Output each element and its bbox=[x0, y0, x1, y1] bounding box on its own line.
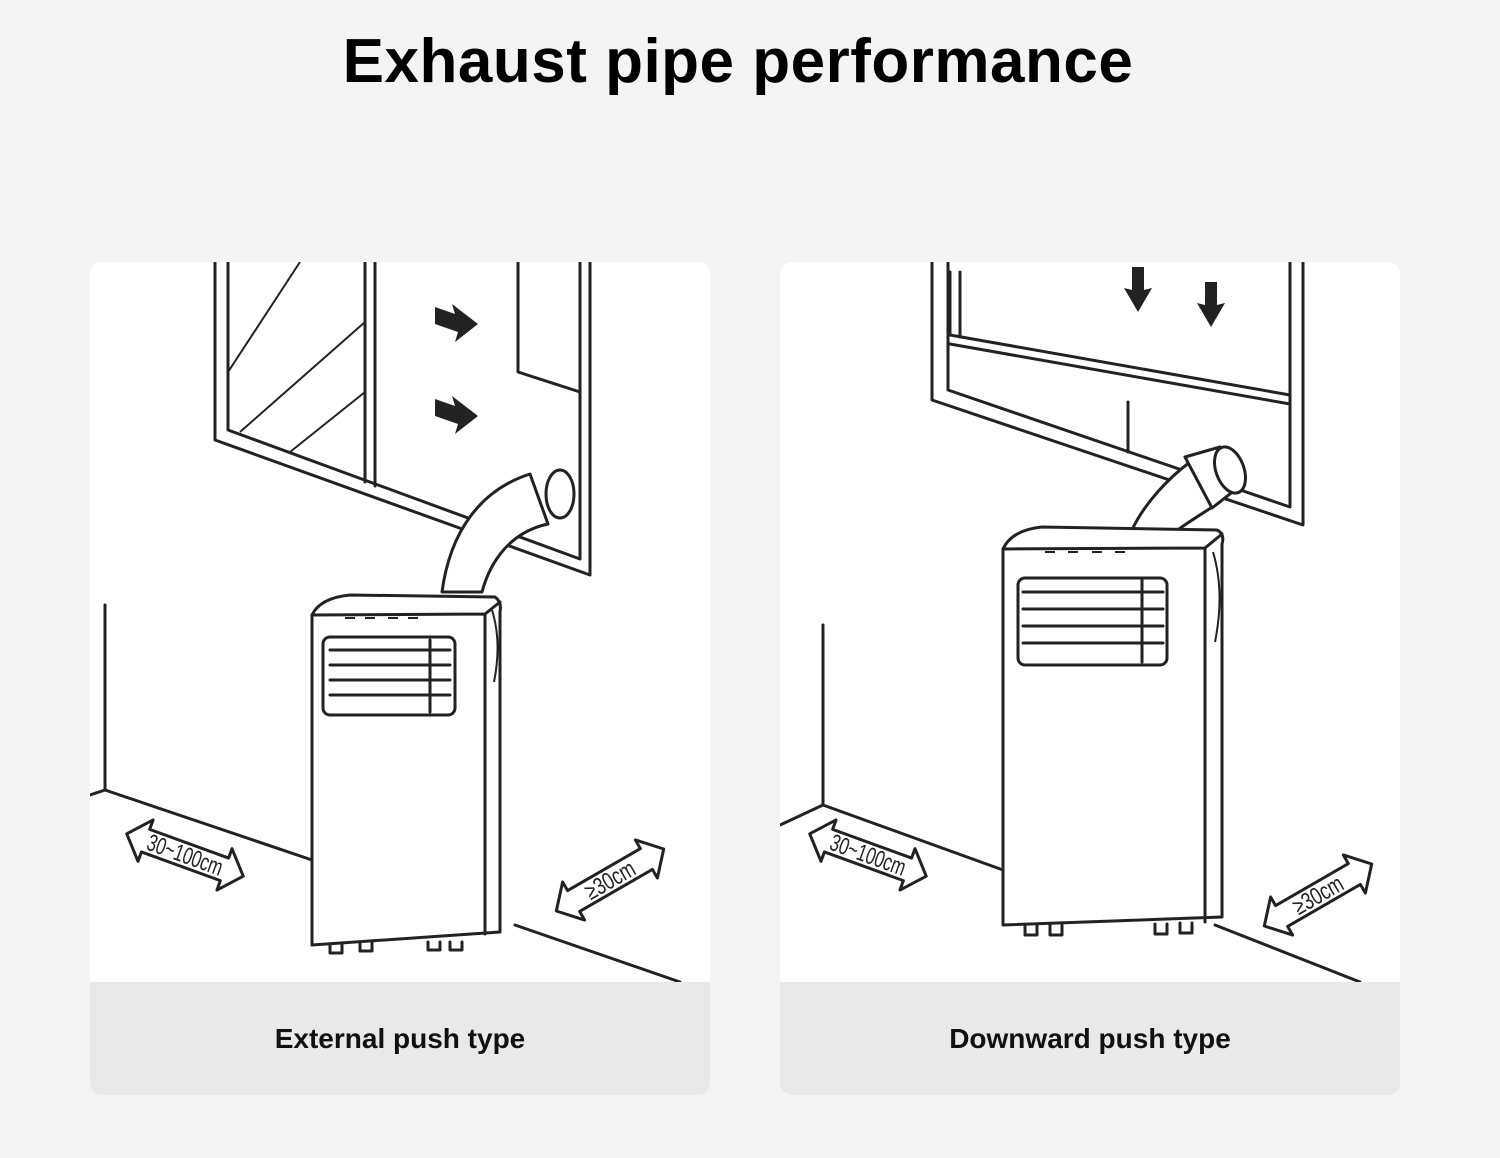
wall-floor-lines bbox=[780, 623, 1362, 982]
air-conditioner-unit bbox=[310, 593, 502, 955]
arrow-down-icon bbox=[1124, 267, 1225, 327]
side-clearance-arrow: 30~100cm bbox=[808, 818, 928, 892]
side-clearance-label: 30~100cm bbox=[143, 829, 226, 881]
external-push-type-card: 30~100cm ≥30cm External push type bbox=[90, 262, 710, 1095]
arrow-right-icon bbox=[435, 304, 478, 434]
back-clearance-arrow: ≥30cm bbox=[554, 838, 666, 922]
side-clearance-label: 30~100cm bbox=[826, 829, 909, 881]
air-conditioner-unit bbox=[1001, 525, 1225, 937]
card-caption: External push type bbox=[90, 982, 710, 1095]
wall-floor-lines bbox=[90, 603, 682, 982]
page-title: Exhaust pipe performance bbox=[342, 27, 1134, 96]
window-frame bbox=[930, 262, 1305, 527]
side-clearance-arrow: 30~100cm bbox=[125, 818, 245, 892]
downward-push-type-card: 30~100cm ≥30cm Downward push type bbox=[780, 262, 1400, 1095]
back-clearance-label: ≥30cm bbox=[1288, 871, 1348, 920]
downward-push-illustration: 30~100cm ≥30cm bbox=[780, 262, 1374, 982]
back-clearance-arrow: ≥30cm bbox=[1262, 853, 1374, 937]
exhaust-pipe bbox=[1130, 445, 1248, 534]
back-clearance-label: ≥30cm bbox=[580, 856, 640, 905]
external-push-illustration: 30~100cm ≥30cm bbox=[90, 262, 682, 982]
exhaust-pipe bbox=[440, 468, 576, 594]
card-caption: Downward push type bbox=[780, 982, 1400, 1095]
window-frame bbox=[213, 262, 592, 577]
